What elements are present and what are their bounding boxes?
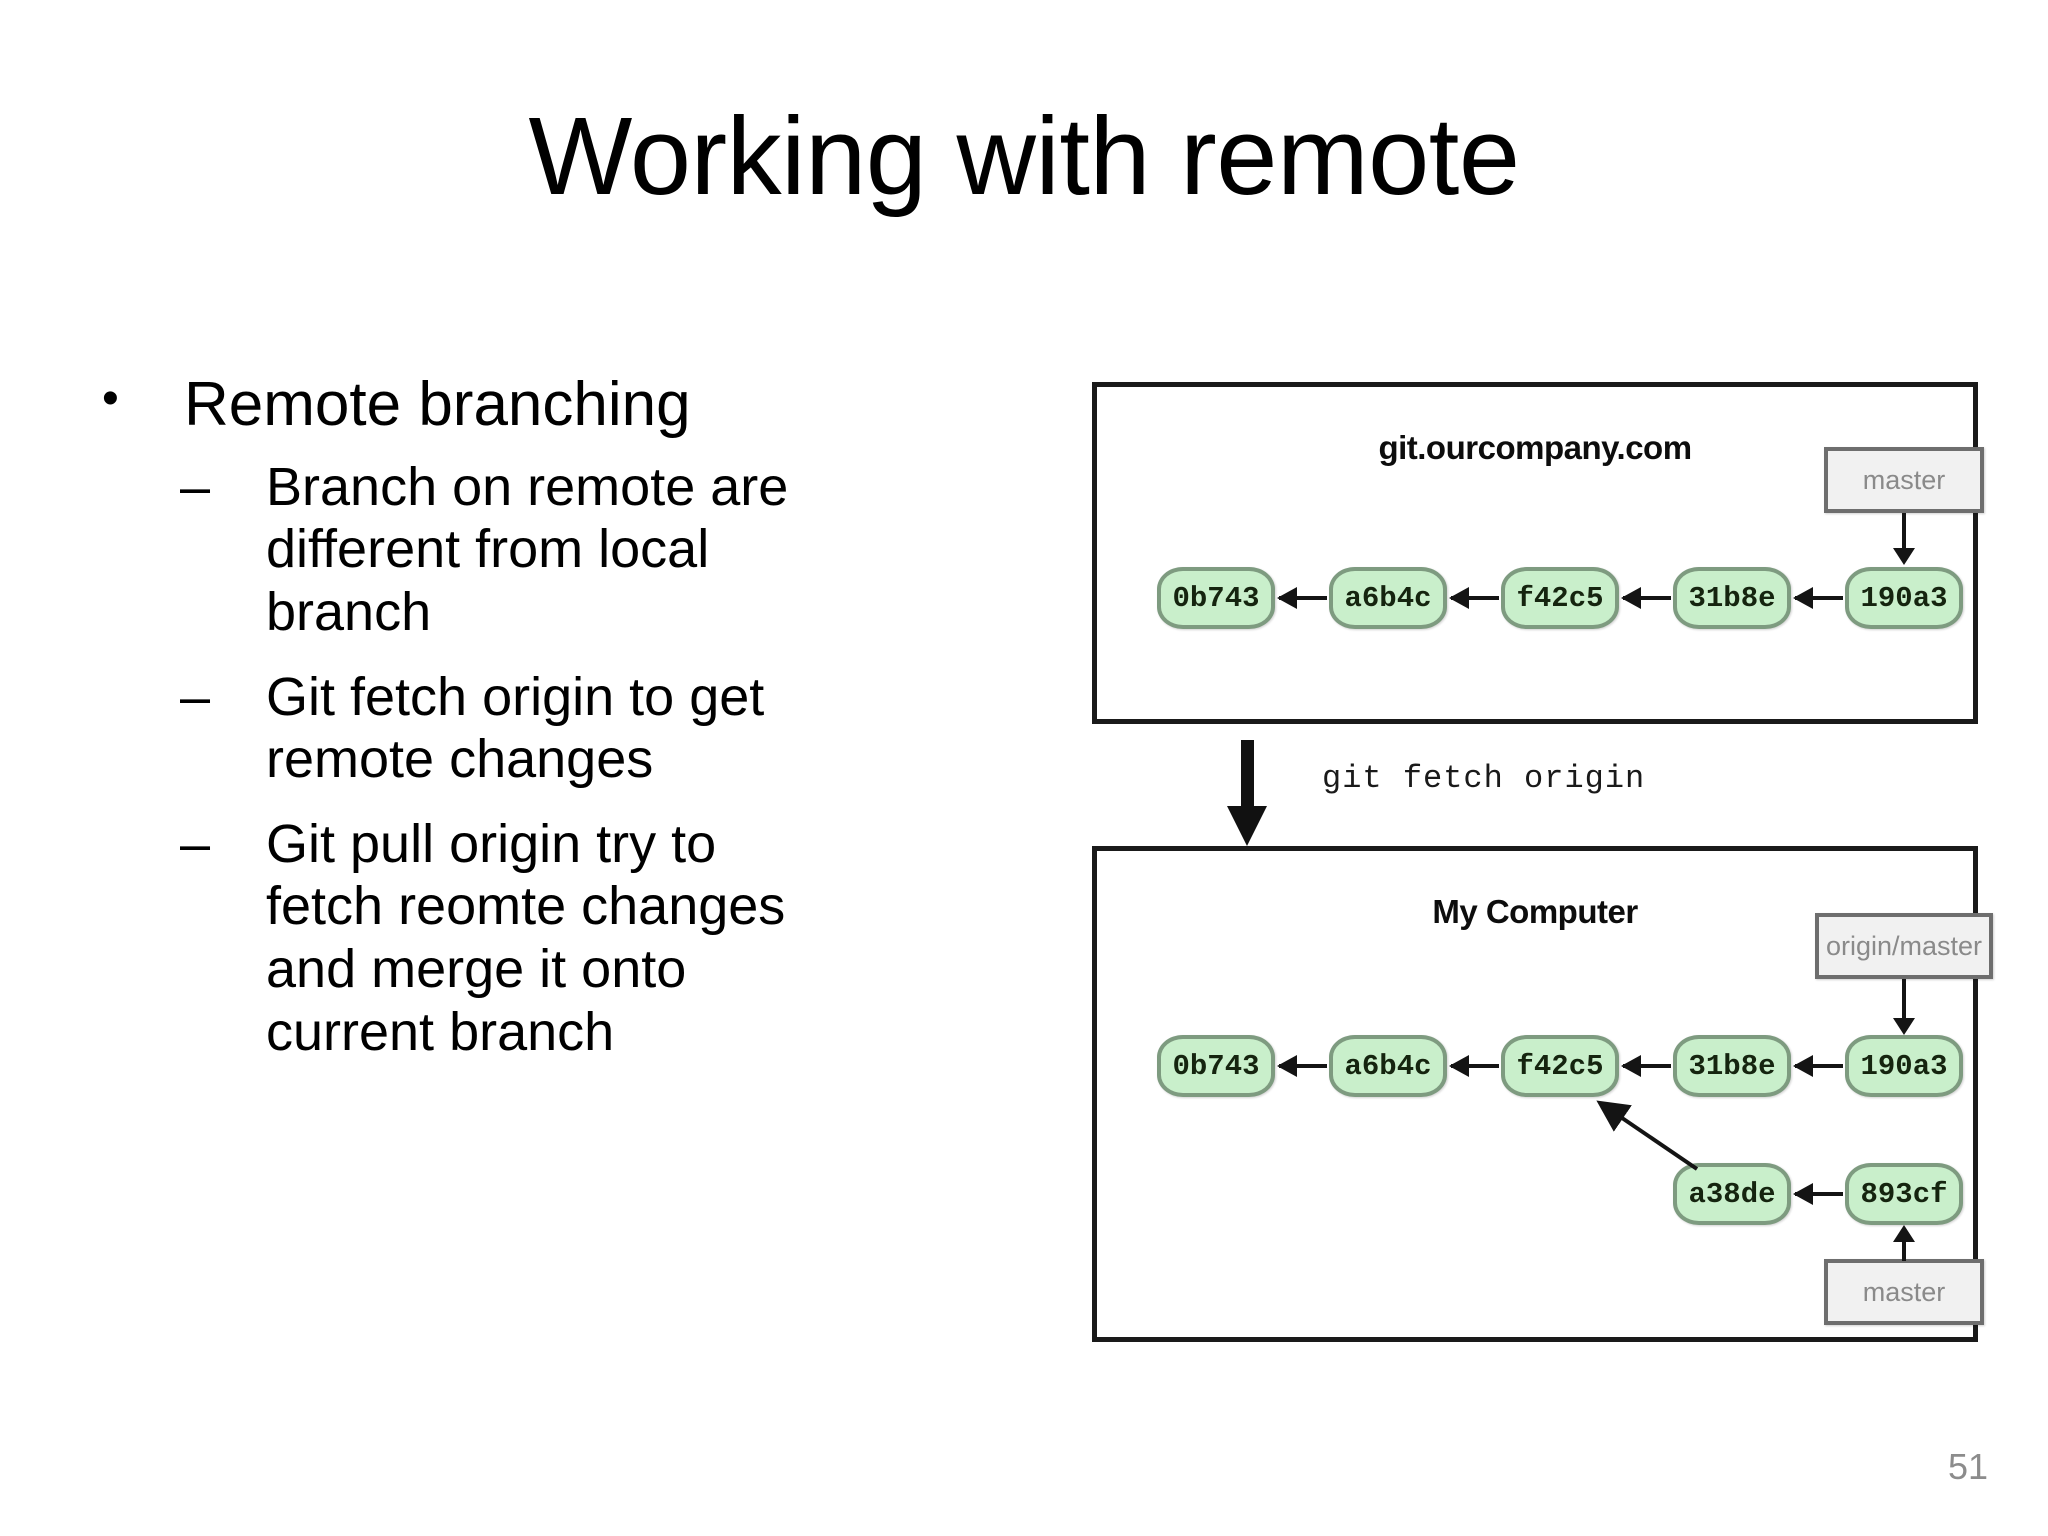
bullet-marker-dash: – [180,813,211,874]
branch-label-master: master [1824,447,1984,513]
branch-label-origin-master: origin/master [1815,913,1993,979]
commit-node: a6b4c [1329,567,1447,629]
bullet-marker-dash: – [180,666,211,727]
list-item: – Git pull origin try to fetch reomte ch… [96,813,826,1064]
parent-arrow [1793,1055,1843,1077]
bullet-marker-dot: • [102,372,119,425]
parent-arrow [1277,587,1327,609]
commit-node: 0b743 [1157,1035,1275,1097]
page-number: 51 [1947,1446,1988,1487]
page-title: Working with remote [528,95,1520,218]
commit-node: a38de [1673,1163,1791,1225]
branch-label-master: master [1824,1259,1984,1325]
parent-arrow [1449,1055,1499,1077]
list-item-text: Remote branching [184,370,691,439]
branch-pointer-arrow [1893,979,1915,1035]
branch-pointer-arrow [1893,1225,1915,1261]
list-item: – Git fetch origin to get remote changes [96,666,826,791]
remote-panel-title: git.ourcompany.com [1378,429,1692,466]
bullet-list: • Remote branching – Branch on remote ar… [96,372,826,1085]
list-item: • Remote branching [96,372,826,438]
list-item-text: Git fetch origin to get remote changes [266,666,765,790]
commit-node: 31b8e [1673,1035,1791,1097]
parent-arrow [1621,1055,1671,1077]
local-panel-title: My Computer [1432,893,1638,930]
list-item-text: Branch on remote are different from loca… [266,456,789,642]
git-fetch-arrow-icon [1227,740,1267,846]
parent-arrow [1793,1183,1843,1205]
list-item: – Branch on remote are different from lo… [96,456,826,644]
commit-node: 893cf [1845,1163,1963,1225]
parent-arrow [1449,587,1499,609]
commit-node: 190a3 [1845,567,1963,629]
commit-node: f42c5 [1501,567,1619,629]
remote-server-panel: git.ourcompany.com 0b743 a6b4c f42c5 31b… [1092,382,1984,724]
commit-node: 31b8e [1673,567,1791,629]
commit-node: f42c5 [1501,1035,1619,1097]
git-remote-diagram: git.ourcompany.com 0b743 a6b4c f42c5 31b… [1092,382,1993,1342]
branch-pointer-arrow [1893,513,1915,565]
list-item-text: Git pull origin try to fetch reomte chan… [266,813,786,1062]
git-fetch-label: git fetch origin [1322,760,1646,797]
commit-node: a6b4c [1329,1035,1447,1097]
parent-arrow [1793,587,1843,609]
commit-node: 0b743 [1157,567,1275,629]
commit-node: 190a3 [1845,1035,1963,1097]
parent-arrow [1277,1055,1327,1077]
local-computer-panel: My Computer 0b743 a6b4c f42c5 31b8e 190a… [1092,846,1993,1342]
parent-arrow [1621,587,1671,609]
bullet-marker-dash: – [180,456,211,517]
